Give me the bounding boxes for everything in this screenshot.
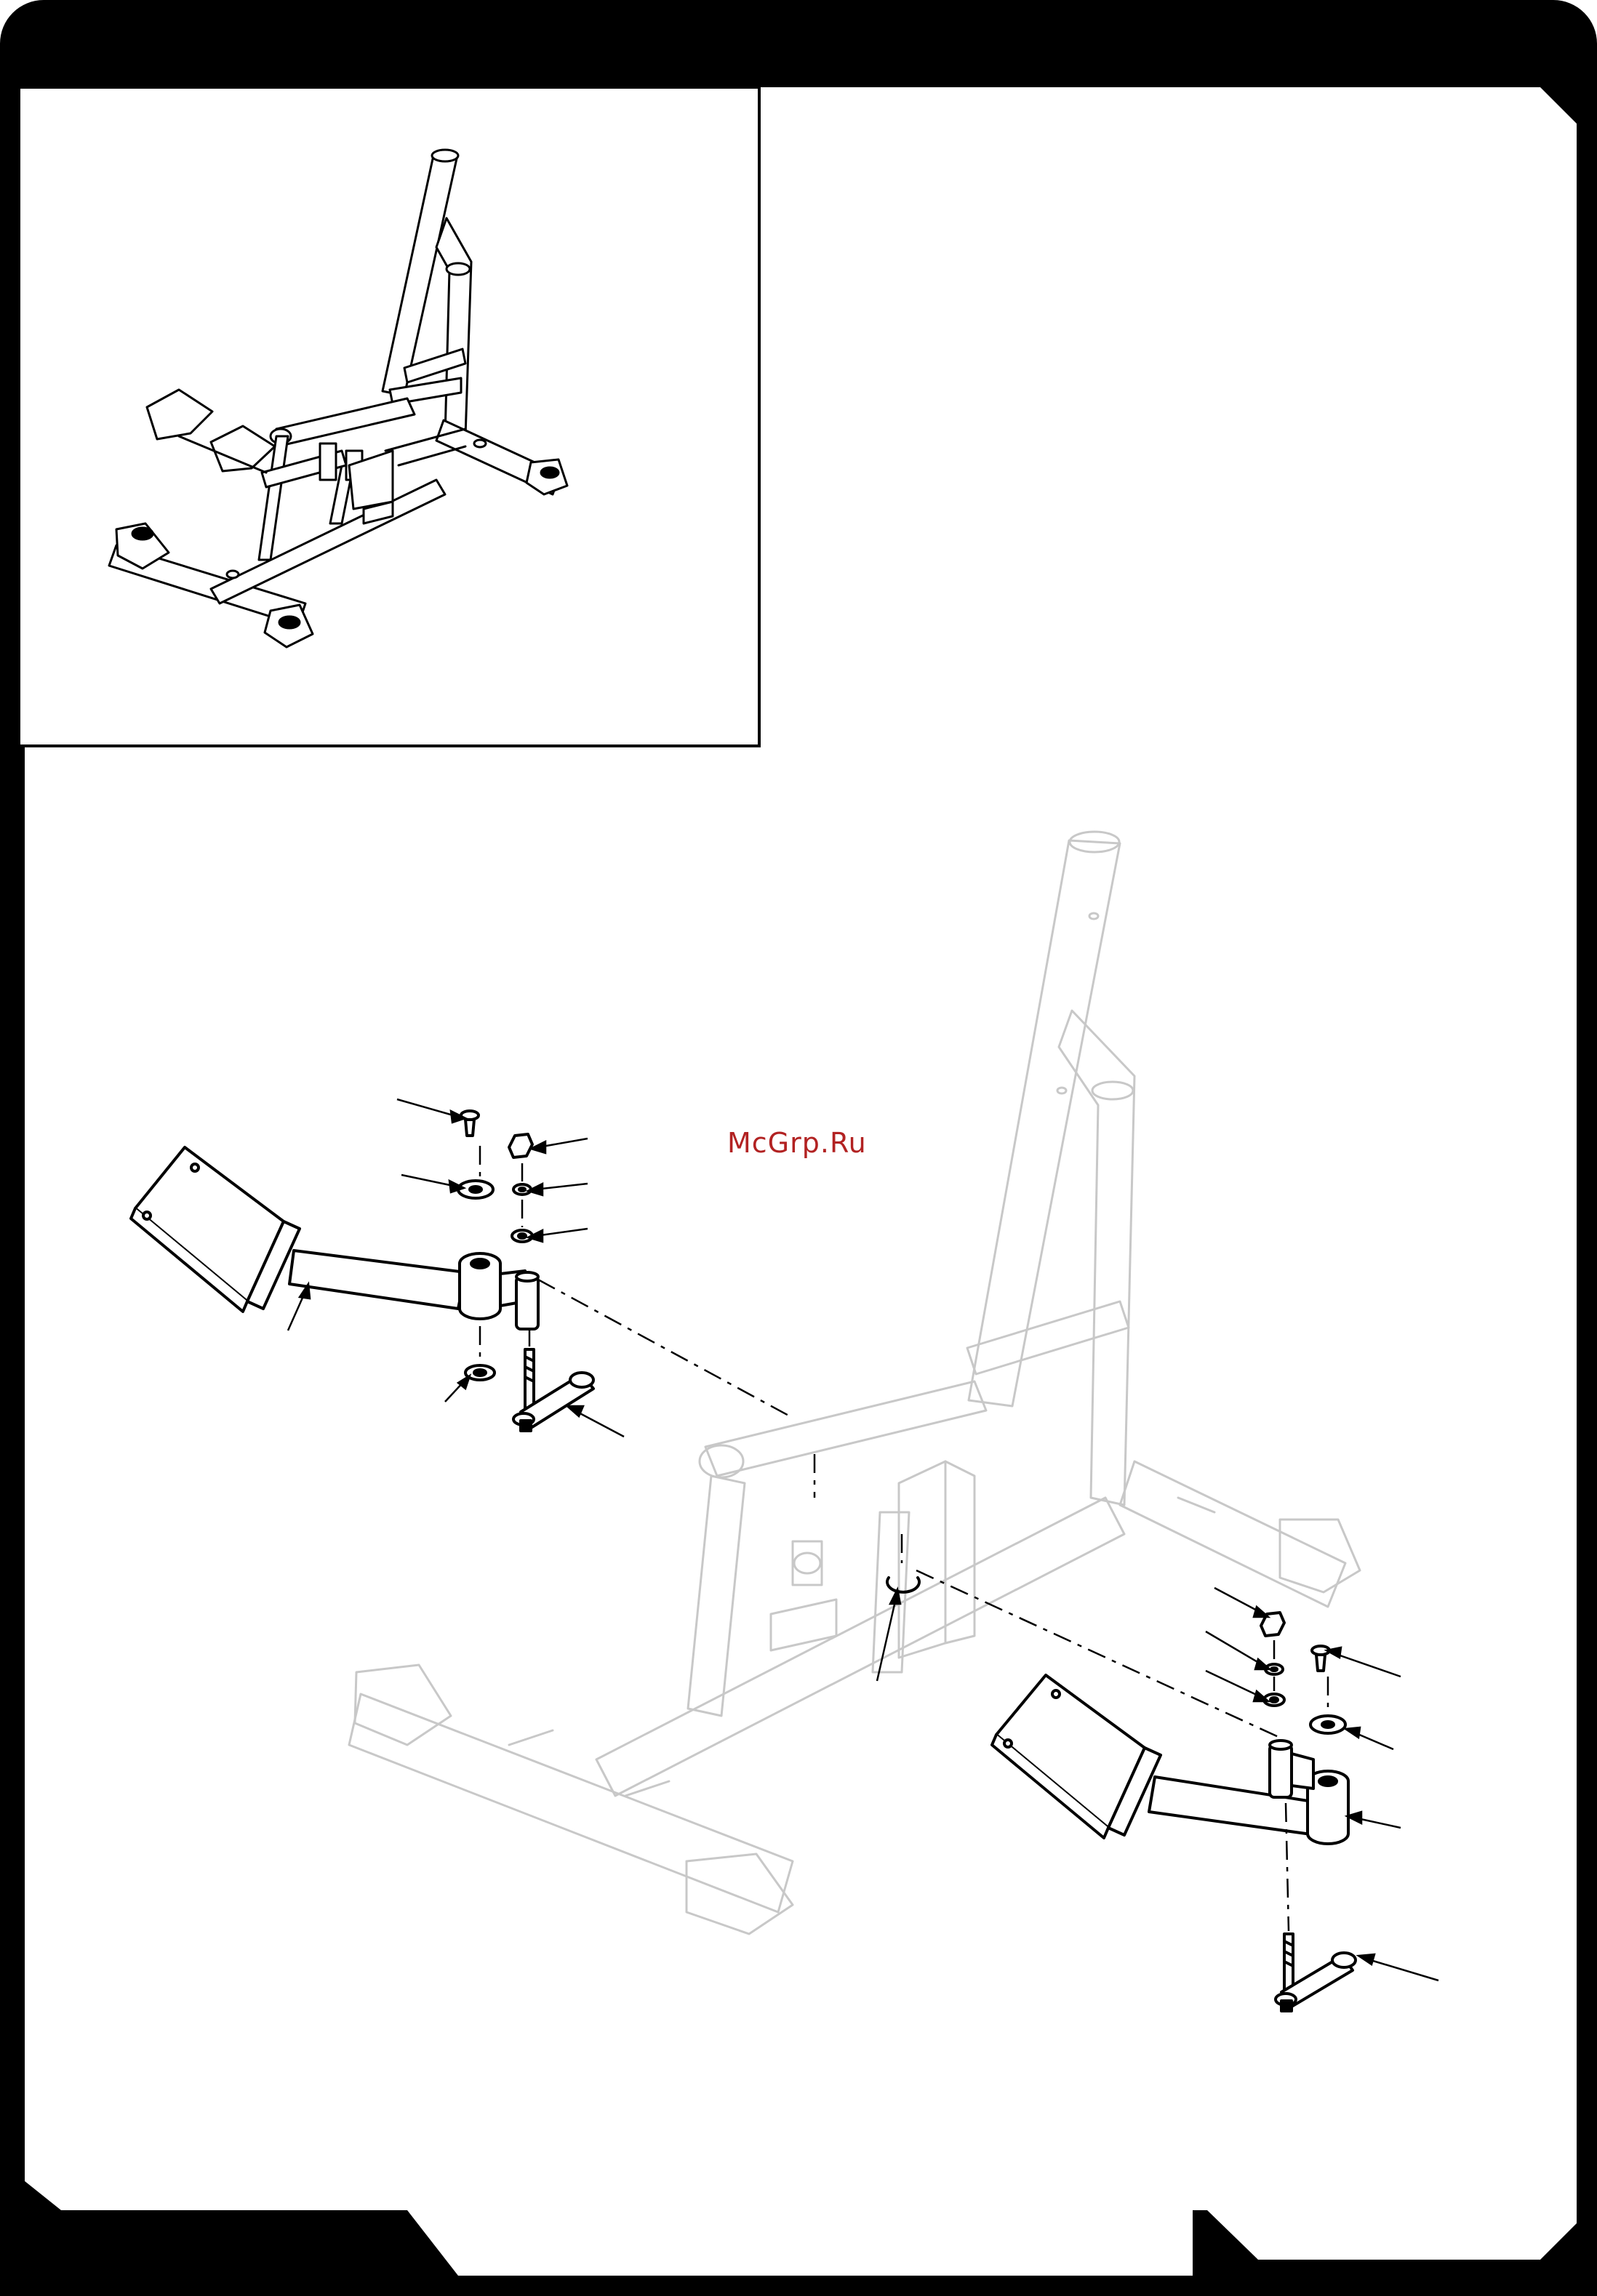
left-arm-assembly	[131, 1111, 593, 1431]
ghost-frame-drawing	[349, 832, 1360, 1934]
watermark-text: McGrp.Ru	[727, 1127, 867, 1159]
right-arm-assembly	[887, 1578, 1356, 2011]
leader-arrows	[288, 1099, 1438, 1980]
